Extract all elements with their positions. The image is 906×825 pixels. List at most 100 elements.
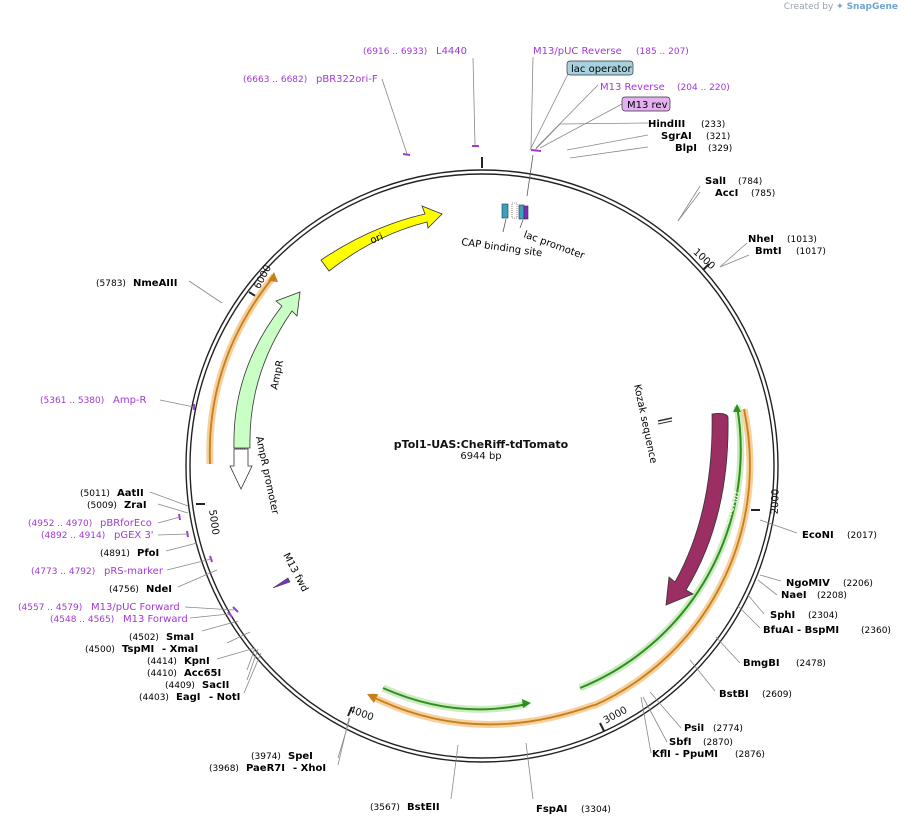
primer-m13-puc-forward[interactable]: (4557 .. 4579)M13/pUC Forward	[18, 602, 180, 613]
primer-pgex-3[interactable]: (4892 .. 4914)pGEX 3'	[41, 530, 154, 541]
site-pos: (2876)	[735, 750, 765, 760]
site-pos: (2609)	[762, 690, 792, 700]
site-pos: (2360)	[861, 626, 891, 636]
site-name: Acc65I	[184, 668, 221, 679]
primer-m13-forward[interactable]: (4548 .. 4565) M13 Forward	[50, 614, 188, 625]
primer-range: (6663 .. 6682)	[243, 75, 307, 85]
primer-prs-marker[interactable]: (4773 .. 4792)pRS-marker	[31, 566, 164, 577]
site-bmti[interactable]: BmtI(1017)	[755, 246, 826, 257]
site-name: HindIII	[648, 119, 685, 130]
ori-feature: ori	[320, 205, 443, 272]
site-hindiii[interactable]: HindIII(233)	[648, 119, 725, 130]
site-kpni[interactable]: (4414)KpnI	[147, 656, 210, 667]
site-blpi[interactable]: BlpI(329)	[675, 143, 732, 154]
site-name: TspMI	[122, 644, 154, 655]
site-name: ZraI	[124, 500, 147, 511]
site-psii[interactable]: PsiI(2774)	[684, 723, 743, 734]
m13-rev-label[interactable]: M13 rev	[627, 100, 668, 111]
site-name: SbfI	[669, 737, 691, 748]
site-nmeaiii[interactable]: (5783)NmeAIII	[96, 278, 177, 289]
site-ndei[interactable]: (4756)NdeI	[109, 584, 172, 595]
site-name: PsiI	[684, 723, 704, 734]
site-pos: (2478)	[796, 659, 826, 669]
site-nhei[interactable]: NheI(1013)	[748, 234, 817, 245]
tick-labels: 1000 2000 3000 4000 5000 6000	[206, 247, 782, 727]
snapgene-logo-icon: ✦	[836, 2, 844, 12]
site-acci[interactable]: AccI(785)	[715, 188, 775, 199]
primer-range: (4548 .. 4565)	[50, 615, 114, 625]
site-name: AatII	[117, 488, 144, 499]
site-sacii[interactable]: (4409)SacII	[165, 680, 229, 691]
site-naei[interactable]: NaeI(2208)	[781, 590, 847, 601]
site-smai[interactable]: (4502)SmaI	[129, 632, 194, 643]
site-spei[interactable]: (3974) SpeI	[251, 751, 313, 762]
site-name: BmgBI	[743, 658, 780, 669]
boxed-labels: lac operator M13 rev	[566, 60, 671, 112]
lac-operator-label[interactable]: lac operator	[571, 64, 632, 75]
site-pos: (4410)	[147, 669, 177, 679]
kozak-label: Kozak sequence	[631, 383, 659, 464]
site-sgrai[interactable]: SgrAI(321)	[661, 131, 730, 142]
site-pos: (2208)	[817, 591, 847, 601]
site-sbfi[interactable]: SbfI (2870)	[669, 737, 733, 748]
lac-region: lac promoter CAP binding site	[461, 154, 587, 262]
primer-amp-r[interactable]: (5361 .. 5380)Amp-R	[40, 395, 147, 406]
site-kfli[interactable]: KflI - PpuMI(2876)	[652, 749, 765, 760]
kozak-feature: Kozak sequence	[631, 383, 673, 465]
feature-arcs-bottom	[367, 684, 596, 728]
credit-brand: SnapGene	[846, 2, 898, 12]
site-sphi[interactable]: SphI (2304)	[770, 610, 838, 621]
site-name: EcoNI	[802, 530, 834, 541]
site-name: KpnI	[184, 656, 210, 667]
site-aatii[interactable]: (5011)AatII	[80, 488, 144, 499]
site-eagi[interactable]: (4403)EagI - NotI	[139, 692, 240, 703]
backbone	[185, 157, 779, 763]
site-name: SacII	[202, 680, 229, 691]
site-name: PaeR7I	[246, 763, 285, 774]
primer-pbr322ori-f[interactable]: (6663 .. 6682)pBR322ori-F	[243, 74, 378, 85]
site-bsteii[interactable]: (3567)BstEII	[370, 802, 440, 813]
primer-range: (4892 .. 4914)	[41, 531, 105, 541]
primer-name: M13 Forward	[123, 614, 188, 625]
primer-labels: M13/pUC Reverse(185 .. 207) M13 Reverse(…	[18, 46, 730, 625]
site-name: NdeI	[146, 584, 172, 595]
site-name: EagI	[176, 692, 200, 703]
snapgene-credit: Created by ✦ SnapGene	[784, 2, 898, 12]
site-bstbi[interactable]: BstBI(2609)	[719, 689, 792, 700]
feature-arcs-right	[578, 404, 754, 710]
site-labels: HindIII(233) SgrAI(321) BlpI(329) SalI(7…	[80, 119, 891, 815]
site-pos: (3974)	[251, 752, 281, 762]
primer-m13-puc-reverse[interactable]: M13/pUC Reverse(185 .. 207)	[533, 46, 689, 57]
primer-m13-reverse[interactable]: M13 Reverse(204 .. 220)	[600, 82, 730, 93]
site-extra: - XmaI	[162, 644, 198, 655]
site-bmgbi[interactable]: BmgBI (2478)	[743, 658, 826, 669]
site-acc65i[interactable]: (4410) Acc65I	[147, 668, 221, 679]
m13-fwd-label: M13 fwd	[280, 551, 310, 594]
primer-l4440[interactable]: (6916 .. 6933)L4440	[363, 46, 467, 57]
ampr-promoter-label: AmpR promoter	[253, 435, 280, 516]
site-name: NheI	[748, 234, 774, 245]
site-tspmi[interactable]: (4500)TspMI - XmaI	[85, 644, 198, 655]
site-zrai[interactable]: (5009)ZraI	[87, 500, 147, 511]
site-econi[interactable]: EcoNI(2017)	[802, 530, 877, 541]
site-paer7i[interactable]: (3968)PaeR7I - XhoI	[209, 763, 326, 774]
site-bfuai[interactable]: BfuAI - BspMI(2360)	[763, 625, 891, 636]
primer-pbrforeco[interactable]: (4952 .. 4970)pBRforEco	[28, 518, 152, 529]
site-sali[interactable]: SalI(784)	[705, 176, 762, 187]
site-pos: (2206)	[843, 579, 873, 589]
site-pos: (3304)	[581, 805, 611, 815]
primer-marks	[178, 145, 542, 618]
feature-arc-left	[206, 272, 278, 465]
tick-marks	[196, 263, 760, 732]
site-fspai[interactable]: FspAI(3304)	[536, 804, 611, 815]
site-pos: (2870)	[703, 738, 733, 748]
site-pfoi[interactable]: (4891)PfoI	[100, 548, 159, 559]
site-name: NgoMIV	[786, 578, 830, 589]
site-pos: (2304)	[808, 611, 838, 621]
site-name: SphI	[770, 610, 795, 621]
site-name: KflI	[652, 749, 671, 760]
site-name: SpeI	[288, 751, 313, 762]
site-ngomiv[interactable]: NgoMIV (2206)	[786, 578, 873, 589]
primer-range: (4952 .. 4970)	[28, 519, 92, 529]
